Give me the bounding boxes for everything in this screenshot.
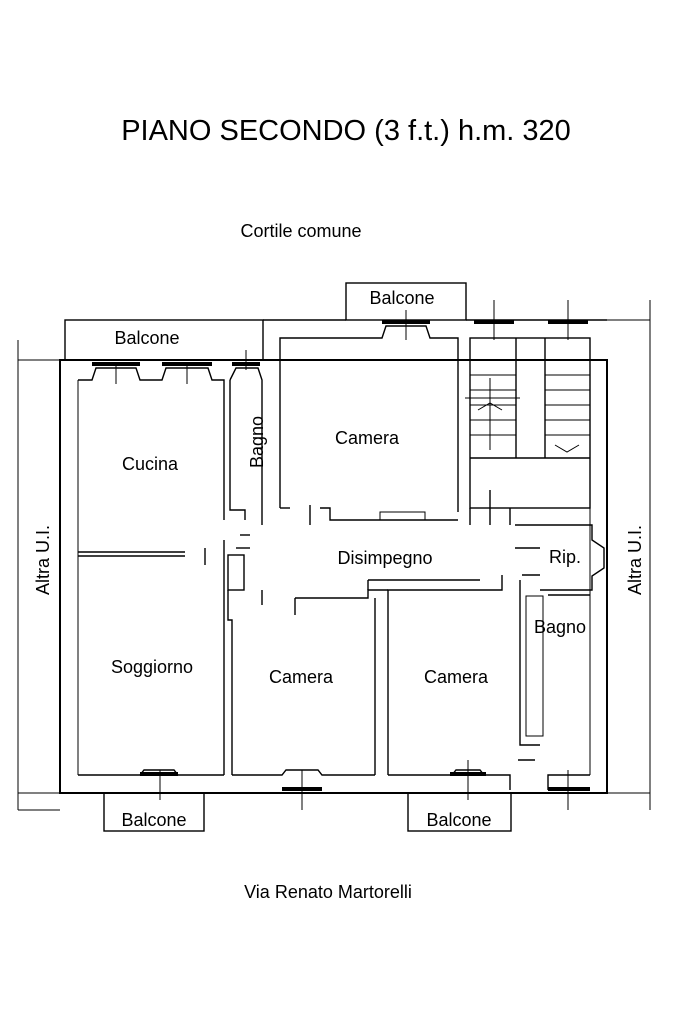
- label-cucina: Cucina: [122, 454, 179, 474]
- label-disimpegno: Disimpegno: [337, 548, 432, 568]
- top-caption: Cortile comune: [240, 221, 361, 241]
- top-balconies: [64, 282, 607, 361]
- label-bagno-top: Bagno: [247, 416, 267, 468]
- bottom-balconies: [103, 792, 512, 832]
- plan-title: PIANO SECONDO (3 f.t.) h.m. 320: [121, 115, 571, 147]
- label-ripostiglio: Rip.: [549, 547, 581, 567]
- side-label-left: Altra U.I.: [33, 525, 53, 595]
- stair-steps: [465, 359, 590, 453]
- side-label-right: Altra U.I.: [625, 525, 645, 595]
- label-camera-mid: Camera: [269, 667, 334, 687]
- label-balcone-top-right: Balcone: [369, 288, 434, 308]
- label-balcone-bottom-left: Balcone: [121, 810, 186, 830]
- bottom-caption: Via Renato Martorelli: [244, 882, 412, 902]
- label-balcone-bottom-right: Balcone: [426, 810, 491, 830]
- label-camera-right: Camera: [424, 667, 489, 687]
- window-ticks: [115, 300, 569, 810]
- label-balcone-top-left: Balcone: [114, 328, 179, 348]
- label-camera-top: Camera: [335, 428, 400, 448]
- label-soggiorno: Soggiorno: [111, 657, 193, 677]
- label-bagno-right: Bagno: [534, 617, 586, 637]
